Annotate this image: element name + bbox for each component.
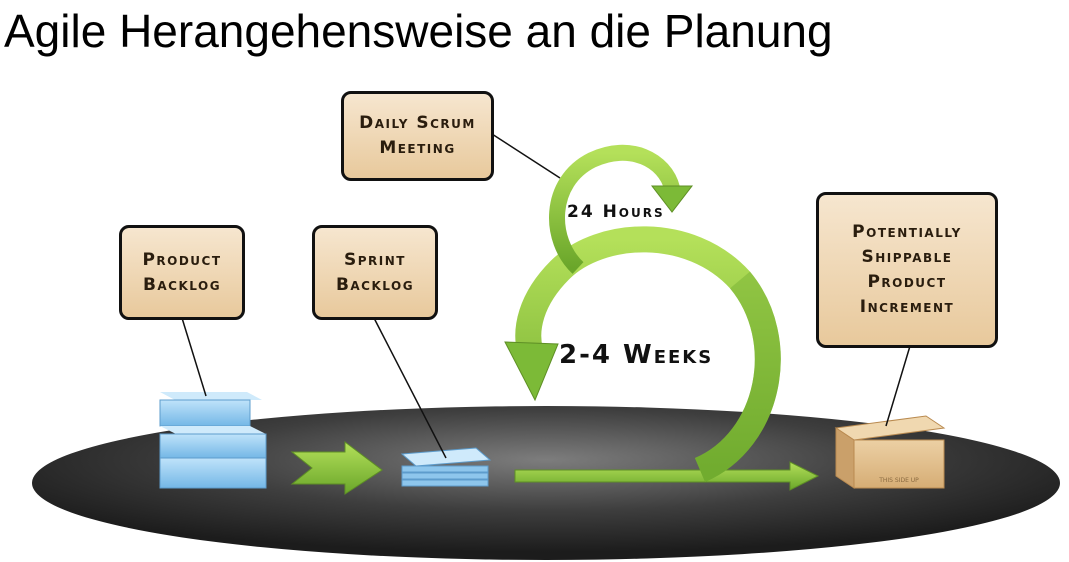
daily-scrum-note: Daily Scrum Meeting xyxy=(341,91,494,181)
increment-line-2: Shippable xyxy=(861,247,953,267)
sprint-cycle-arrow xyxy=(504,226,820,491)
daily-cycle-label: 24 Hours xyxy=(567,202,665,222)
increment-line-4: Increment xyxy=(859,297,955,317)
product-backlog-line-2: Backlog xyxy=(142,274,222,295)
sprint-backlog-line-2: Backlog xyxy=(335,274,415,295)
shipping-box: THIS SIDE UP xyxy=(834,415,946,489)
product-backlog-stack xyxy=(159,392,267,489)
daily-scrum-line-1: Daily Scrum xyxy=(359,113,476,133)
page-title: Agile Herangehensweise an die Planung xyxy=(4,5,833,57)
flow-arrow-backlog xyxy=(290,440,383,495)
sprint-backlog-stack xyxy=(400,447,492,487)
increment-note: Potentially Shippable Product Increment xyxy=(816,192,998,348)
platform-ellipse xyxy=(32,406,1060,560)
product-backlog-note: Product Backlog xyxy=(119,225,245,320)
callout-lines xyxy=(181,133,911,459)
sprint-backlog-note: Sprint Backlog xyxy=(312,225,438,320)
daily-cycle-arrow xyxy=(549,144,694,274)
increment-line-3: Product xyxy=(867,272,947,292)
increment-line-1: Potentially xyxy=(852,222,962,242)
daily-scrum-line-2: Meeting xyxy=(379,138,456,158)
sprint-cycle-label: 2-4 Weeks xyxy=(559,340,714,370)
sprint-backlog-line-1: Sprint xyxy=(344,249,406,270)
product-backlog-line-1: Product xyxy=(142,249,222,270)
box-print: THIS SIDE UP xyxy=(878,477,919,484)
